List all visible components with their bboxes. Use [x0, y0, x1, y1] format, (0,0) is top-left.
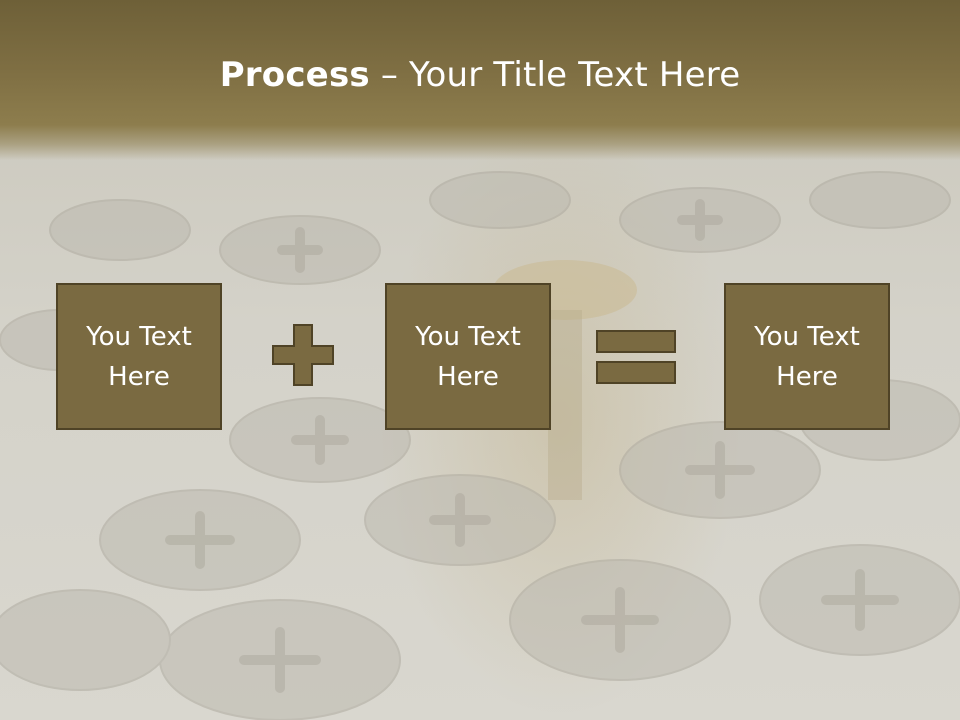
equals-icon: [596, 330, 676, 384]
plus-icon: [272, 324, 334, 386]
process-box-3-line1: You Text: [754, 321, 860, 352]
process-box-2-line2: Here: [437, 361, 499, 392]
process-box-2[interactable]: You Text Here: [385, 283, 551, 430]
title-band: [0, 0, 960, 160]
process-box-2-line1: You Text: [415, 321, 521, 352]
title-rest: – Your Title Text Here: [369, 55, 741, 95]
process-box-3-line2: Here: [776, 361, 838, 392]
process-box-1[interactable]: You Text Here: [56, 283, 222, 430]
slide-title[interactable]: Process – Your Title Text Here: [0, 52, 960, 98]
process-box-3[interactable]: You Text Here: [724, 283, 890, 430]
process-box-1-line1: You Text: [86, 321, 192, 352]
process-box-1-line2: Here: [108, 361, 170, 392]
title-bold: Process: [219, 55, 370, 95]
